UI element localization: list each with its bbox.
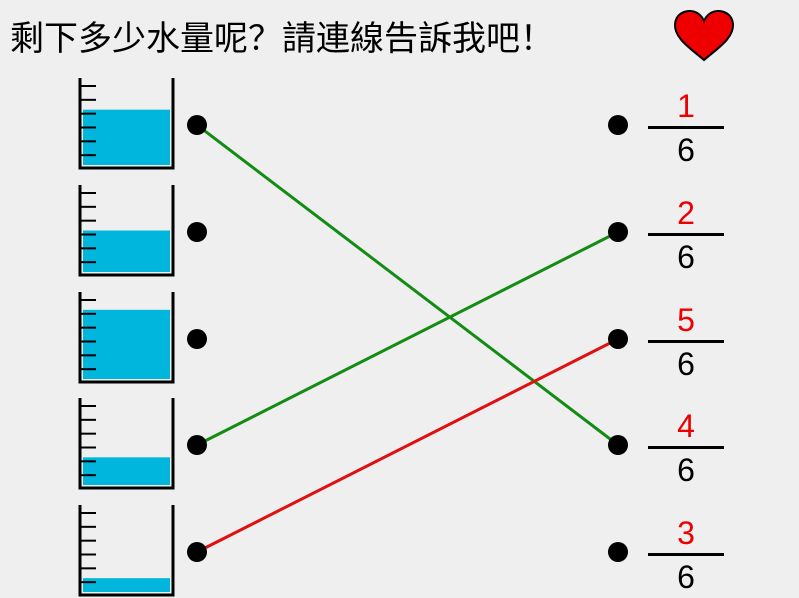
- beaker-1-water: [83, 109, 170, 165]
- fraction-4-bar: [648, 446, 724, 449]
- fraction-1-bar: [648, 126, 724, 129]
- fraction-1: 1 6: [648, 86, 724, 169]
- beaker-1-glass: [78, 78, 175, 170]
- fraction-3-bar: [648, 340, 724, 343]
- left-dot-3[interactable]: [187, 329, 207, 349]
- right-dot-3[interactable]: [608, 329, 628, 349]
- fraction-1-numerator: 1: [677, 88, 695, 124]
- right-dot-5[interactable]: [608, 542, 628, 562]
- fraction-4-numerator: 4: [677, 408, 695, 444]
- beaker-4-glass: [78, 398, 175, 490]
- fraction-2-bar: [648, 233, 724, 236]
- fraction-5-denominator: 6: [677, 559, 695, 595]
- page-title: 剩下多少水量呢？請連線告訴我吧！: [10, 19, 554, 59]
- beaker-5: [78, 505, 175, 597]
- fraction-3-numerator: 5: [677, 302, 695, 338]
- fraction-4-denominator: 6: [677, 452, 695, 488]
- fraction-2-numerator: 2: [677, 195, 695, 231]
- right-dot-2[interactable]: [608, 222, 628, 242]
- fraction-3-denominator: 6: [677, 346, 695, 382]
- left-dot-2[interactable]: [187, 222, 207, 242]
- fraction-3: 5 6: [648, 300, 724, 383]
- beaker-5-glass: [78, 505, 175, 597]
- fraction-5-numerator: 3: [677, 515, 695, 551]
- connection-line: [196, 123, 619, 447]
- beaker-2: [78, 185, 175, 277]
- beaker-3-glass: [78, 292, 175, 384]
- fraction-2-denominator: 6: [677, 239, 695, 275]
- beaker-4: [78, 398, 175, 490]
- beaker-4-water: [83, 457, 170, 485]
- match-dots: [187, 115, 628, 562]
- beaker-3: [78, 292, 175, 384]
- left-dot-4[interactable]: [187, 435, 207, 455]
- heart-shape: [673, 10, 735, 62]
- right-dot-4[interactable]: [608, 435, 628, 455]
- connection-line: [196, 230, 619, 447]
- heart-icon: [673, 10, 735, 62]
- fraction-4: 4 6: [648, 406, 724, 489]
- beaker-2-water: [83, 230, 170, 272]
- connection-lines: [196, 123, 619, 554]
- left-dot-5[interactable]: [187, 542, 207, 562]
- beakers: [78, 78, 175, 597]
- fraction-2: 2 6: [648, 193, 724, 276]
- beaker-2-glass: [78, 185, 175, 277]
- connection-line: [196, 337, 619, 554]
- fraction-5-bar: [648, 553, 724, 556]
- beaker-5-water: [83, 578, 170, 592]
- fraction-5: 3 6: [648, 513, 724, 596]
- fraction-1-denominator: 6: [677, 132, 695, 168]
- left-dot-1[interactable]: [187, 115, 207, 135]
- right-dot-1[interactable]: [608, 115, 628, 135]
- beaker-1: [78, 78, 175, 170]
- beaker-3-water: [83, 309, 170, 379]
